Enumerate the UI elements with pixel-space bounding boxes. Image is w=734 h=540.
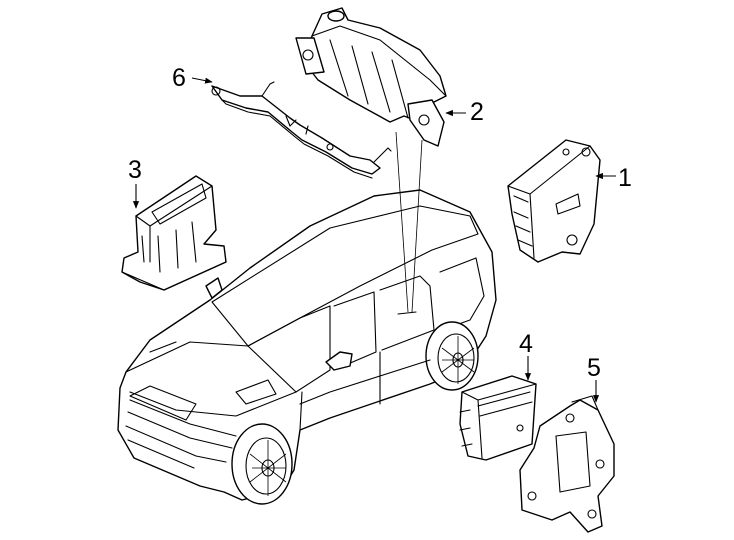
part-5-bracket [519,395,615,533]
part-3-module [121,175,227,291]
callout-number-6: 6 [172,64,186,92]
part-4-module [459,375,537,461]
part-1-module [507,139,601,263]
callout-number-3: 3 [128,156,142,184]
callout-number-5: 5 [587,354,601,382]
part-6-bracket [211,81,392,179]
callout-number-2: 2 [470,98,484,126]
location-leaders [395,131,423,313]
vehicle-illustration [117,189,497,505]
leader-6 [191,77,213,84]
callout-number-1: 1 [618,164,632,192]
part-2-module [295,7,447,147]
callout-number-4: 4 [519,330,533,358]
